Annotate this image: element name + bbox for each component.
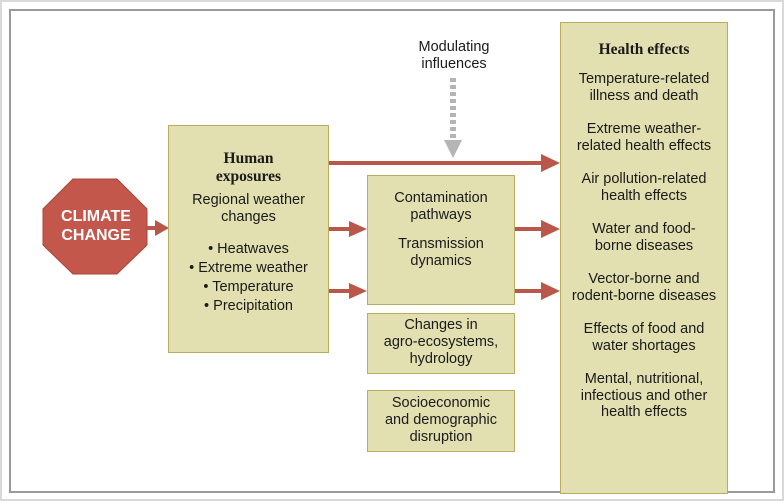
- effect-line: Temperature-related: [578, 71, 710, 87]
- exposure-list: • Heatwaves • Extreme weather • Temperat…: [169, 240, 328, 316]
- arrowhead-contamination-to-health-1: [541, 220, 560, 238]
- human-exposures-title: Human exposures: [169, 150, 328, 186]
- health-effect-item: Mental, nutritional, infectious and othe…: [561, 371, 727, 421]
- health-effect-item: Temperature-related illness and death: [561, 71, 727, 104]
- health-effect-item: Air pollution-related health effects: [561, 171, 727, 204]
- transmission-line-2: dynamics: [410, 253, 472, 269]
- regional-weather-label: Regional weather changes: [169, 192, 328, 226]
- human-exposures-box: Human exposures Regional weather changes…: [168, 125, 329, 353]
- socio-line-1: Socioeconomic: [391, 395, 491, 411]
- modulating-arrowhead: [444, 140, 462, 158]
- effect-line: Air pollution-related: [581, 171, 707, 187]
- health-effect-item: Extreme weather- related health effects: [561, 121, 727, 154]
- agro-line-2: agro-ecosystems,: [383, 334, 499, 350]
- arrowhead-contamination-to-health-2: [541, 282, 560, 300]
- climate-change-octagon: [42, 178, 148, 275]
- exposure-item: • Temperature: [203, 279, 294, 295]
- effect-line: health effects: [601, 187, 687, 204]
- arrowhead-exposures-to-health-top: [541, 154, 560, 172]
- arrowhead-climate-to-exposures: [155, 220, 169, 236]
- regional-line-1: Regional weather: [192, 192, 305, 208]
- effect-line: Vector-borne and: [588, 271, 700, 287]
- regional-line-2: changes: [221, 209, 276, 225]
- effect-line: Water and food-: [592, 221, 696, 237]
- effect-line: Extreme weather-: [586, 121, 702, 137]
- health-effect-item: Water and food- borne diseases: [561, 221, 727, 254]
- health-effects-box: Health effects Temperature-related illne…: [560, 22, 728, 494]
- arrowhead-exposures-to-contamination-1: [349, 221, 367, 237]
- modulating-line-1: Modulating: [418, 39, 490, 55]
- contamination-line-2: pathways: [410, 207, 472, 223]
- agro-line-1: Changes in: [404, 317, 478, 333]
- climate-line-1: CLIMATE: [61, 208, 131, 225]
- human-title-line-2: exposures: [215, 168, 282, 185]
- effect-line: rodent-borne diseases: [571, 287, 717, 304]
- contamination-line-1: Contamination: [394, 190, 488, 206]
- agro-ecosystems-box: Changes in agro-ecosystems, hydrology: [367, 313, 515, 374]
- socio-line-2: and demographic: [384, 412, 498, 428]
- exposure-item: • Heatwaves: [208, 241, 289, 257]
- transmission-line-1: Transmission: [398, 236, 484, 252]
- climate-change-label: CLIMATE CHANGE: [46, 207, 146, 245]
- effect-line: illness and death: [589, 87, 699, 104]
- health-effect-item: Effects of food and water shortages: [561, 321, 727, 354]
- climate-line-2: CHANGE: [61, 227, 131, 244]
- effect-line: health effects: [601, 404, 687, 420]
- effect-line: Effects of food and: [583, 321, 705, 337]
- socioeconomic-box: Socioeconomic and demographic disruption: [367, 390, 515, 452]
- effect-line: water shortages: [592, 337, 696, 354]
- modulating-line-2: influences: [421, 56, 487, 72]
- health-effect-item: Vector-borne and rodent-borne diseases: [561, 271, 727, 304]
- exposure-item: • Precipitation: [204, 298, 293, 314]
- human-title-line-1: Human: [223, 150, 274, 167]
- agro-line-3: hydrology: [409, 351, 473, 367]
- modulating-influences-label: Modulating influences: [394, 39, 514, 73]
- effect-line: related health effects: [576, 137, 712, 154]
- socio-line-3: disruption: [409, 429, 473, 445]
- contamination-box: Contamination pathways Transmission dyna…: [367, 175, 515, 305]
- effect-line: infectious and other: [580, 387, 708, 404]
- health-effects-title: Health effects: [598, 41, 690, 58]
- effect-line: borne diseases: [594, 237, 694, 254]
- exposure-item: • Extreme weather: [189, 260, 308, 276]
- effect-line: Mental, nutritional,: [584, 371, 704, 387]
- arrowhead-exposures-to-contamination-2: [349, 283, 367, 299]
